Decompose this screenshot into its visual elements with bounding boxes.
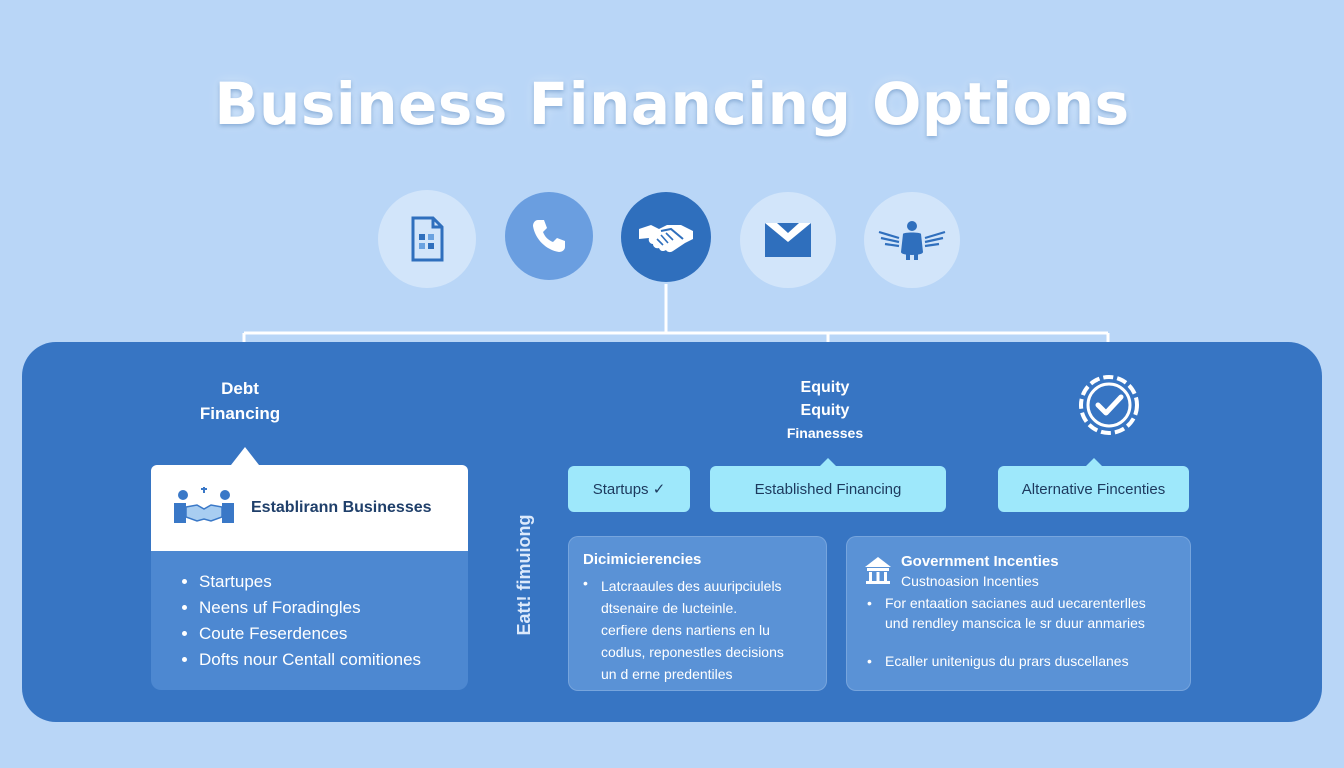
equity-label-line2: Equity — [800, 402, 850, 419]
phone-icon — [533, 220, 565, 252]
handshake-icon — [639, 225, 693, 253]
list-item: Startupes — [199, 569, 468, 595]
list-item: Neens uf Foradingles — [199, 595, 468, 621]
bullet: • — [583, 575, 588, 591]
bullet: • — [867, 653, 872, 669]
startups-pill-label: Startups ✓ — [592, 481, 666, 498]
text-line: Ecaller unitenigus du prars duscellanes — [885, 653, 1129, 669]
text-line: For entaation sacianes aud uecarenterlle… — [885, 595, 1146, 611]
debt-label-line1: Debt — [221, 379, 259, 398]
phone-icon-circle[interactable] — [505, 192, 593, 280]
pill-notch — [820, 458, 836, 466]
page-title: Business Financing Options — [214, 70, 1130, 138]
winged-person-icon — [878, 221, 946, 260]
government-incentives-box: Government Incenties Custnoasion Incenti… — [846, 536, 1191, 691]
equity-details-box: Dicimicierencies • Latcraaules des auuri… — [568, 536, 827, 691]
equity-label-line1: Equity — [800, 379, 850, 396]
document-icon-circle[interactable] — [378, 190, 476, 288]
alternative-fincenties-pill-label: Alternative Fincenties — [1021, 480, 1166, 498]
text-line: dtsenaire de lucteinle. — [601, 600, 738, 616]
equity-details-title: Dicimicierencies — [583, 551, 702, 568]
handshake-people-icon — [174, 487, 234, 523]
card-notch — [231, 447, 259, 465]
check-badge-icon — [1079, 375, 1139, 435]
established-businesses-title: Establirann Businesses — [251, 499, 432, 516]
debt-financing-list: Startupes Neens uf Foradingles Coute Fes… — [151, 551, 468, 690]
established-financing-pill-label: Established Financing — [754, 480, 902, 498]
alternative-fincenties-pill[interactable]: Alternative Fincenties — [998, 458, 1189, 512]
startups-pill[interactable]: Startups ✓ — [568, 466, 690, 512]
equity-details-text: Latcraaules des auuripciulels dtsenaire … — [601, 575, 784, 685]
government-incentives-subtitle: Custnoasion Incenties — [901, 573, 1039, 589]
list-item: Coute Feserdences — [199, 621, 468, 647]
document-icon — [411, 216, 444, 262]
envelope-icon — [765, 223, 811, 257]
text-line: cerfiere dens nartiens en lu — [601, 622, 770, 638]
established-financing-pill[interactable]: Established Financing — [710, 458, 946, 512]
debt-financing-label: Debt Financing — [190, 376, 290, 426]
government-building-icon — [865, 557, 891, 584]
established-businesses-card[interactable]: Establirann Businesses — [151, 447, 468, 551]
equity-financing-label: Equity Equity Finanesses — [760, 376, 890, 445]
text-line: und rendley manscica le sr duur anmaries — [885, 615, 1145, 631]
text-line: un d erne predentiles — [601, 666, 733, 682]
winged-person-icon-circle[interactable] — [864, 192, 960, 288]
bullet: • — [867, 595, 872, 611]
government-incentives-title: Government Incenties — [901, 553, 1059, 570]
vertical-section-label: Eatt! fimuiong — [514, 514, 534, 636]
debt-label-line2: Financing — [199, 404, 281, 423]
list-item: Dofts nour Centall comitiones — [199, 647, 468, 673]
pill-notch — [1085, 458, 1102, 466]
text-line: Latcraaules des auuripciulels — [601, 578, 782, 594]
handshake-icon-circle[interactable] — [621, 192, 711, 282]
equity-label-line3: Finanesses — [786, 425, 864, 441]
envelope-icon-circle[interactable] — [740, 192, 836, 288]
text-line: codlus, reponestles decisions — [601, 644, 784, 660]
tree-connector — [242, 284, 1110, 368]
